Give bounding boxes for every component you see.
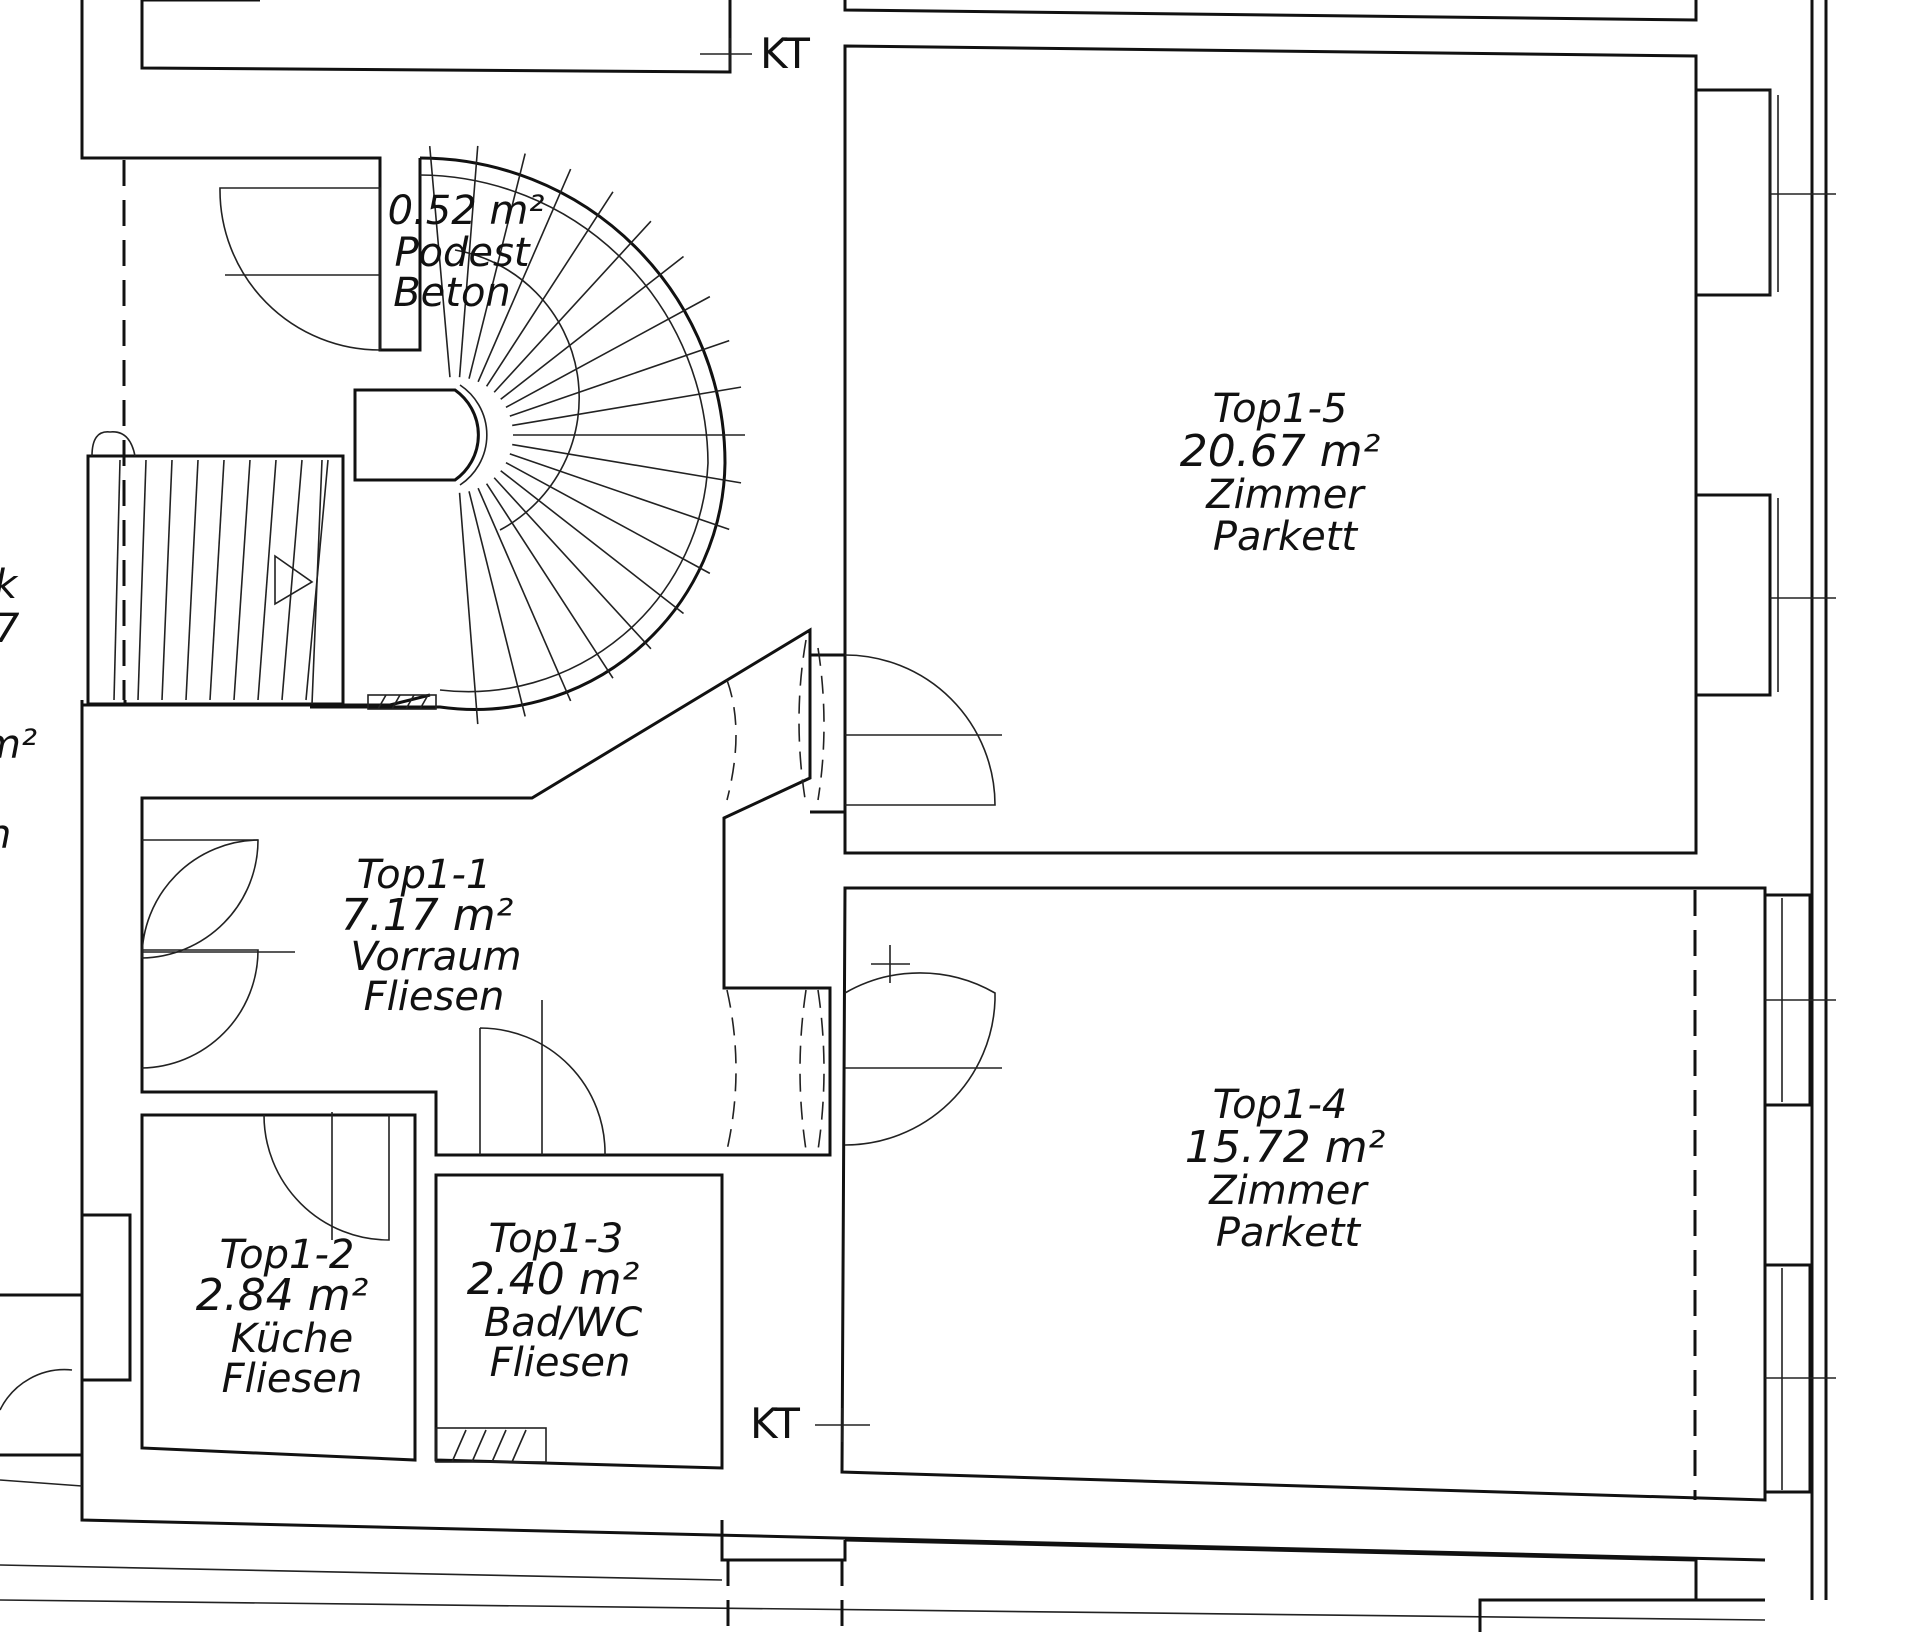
cut-off-left-labels: k 7 m² n (0, 562, 37, 858)
room-top1-1-outline (140, 627, 832, 1157)
stair-tread (505, 461, 711, 575)
stair-tread (500, 470, 685, 615)
room-label-top1-4: Top1-4 15.72 m² Zimmer Parkett (1185, 1082, 1385, 1256)
room-label-top1-1: Top1-1 7.17 m² Vorraum Fliesen (341, 852, 522, 1020)
kt-marker-bottom: KT (750, 1399, 870, 1448)
stair-tread (485, 483, 614, 679)
stair-tread (113, 459, 121, 701)
room-floor: Parkett (1213, 514, 1359, 560)
room-id: Top1-4 (1213, 1082, 1348, 1128)
room-floor: Fliesen (222, 1356, 363, 1402)
stair-tread (509, 453, 730, 531)
cutoff-text: m² (0, 722, 37, 768)
stair-tread (468, 491, 526, 717)
room-id: Top1-3 (489, 1216, 624, 1262)
room-label-top1-5: Top1-5 20.67 m² Zimmer Parkett (1180, 386, 1380, 560)
stair-tread (185, 459, 199, 701)
kt-marker-top: KT (700, 29, 810, 78)
cutoff-text: n (0, 812, 11, 858)
stair-tread (137, 459, 147, 701)
room-use: Vorraum (350, 934, 521, 980)
room-label-top1-3: Top1-3 2.40 m² Bad/WC Fliesen (467, 1216, 642, 1386)
cutoff-text: 7 (0, 606, 20, 652)
kt-label-top: KT (760, 29, 810, 78)
landing-floor: Beton (393, 270, 511, 316)
landing-use: Podest (394, 230, 530, 276)
room-area: 2.40 m² (467, 1254, 639, 1305)
spiral-staircase (86, 145, 745, 725)
room-floor: Fliesen (364, 974, 505, 1020)
room-area: 20.67 m² (1180, 426, 1380, 477)
room-use: Bad/WC (484, 1300, 642, 1346)
room-floor: Fliesen (490, 1340, 631, 1386)
landing-area: 0.52 m² (388, 188, 545, 234)
landing-label: 0.52 m² Podest Beton (388, 188, 545, 316)
stair-tread (477, 168, 572, 383)
stair-tread (209, 459, 225, 701)
stair-tread (233, 459, 251, 701)
room-area: 15.72 m² (1185, 1122, 1385, 1173)
stair-tread (512, 443, 742, 484)
stair-tread (505, 295, 711, 409)
room-floor: Parkett (1216, 1210, 1362, 1256)
stair-tread (468, 153, 526, 379)
stair-tread (493, 220, 652, 393)
cutoff-text: k (0, 562, 19, 608)
stair-tread (512, 386, 742, 427)
stair-tread (458, 492, 479, 725)
stair-tread (493, 477, 652, 650)
stair-tread (428, 146, 451, 378)
room-top1-5-outline (843, 44, 1698, 855)
room-use: Zimmer (1208, 1168, 1369, 1214)
stair-tread (509, 339, 730, 417)
room-id: Top1-5 (1213, 386, 1348, 432)
room-top1-2-outline (140, 1113, 417, 1462)
stair-tread (500, 255, 685, 400)
hatch-bath (435, 1427, 547, 1463)
room-id: Top1-2 (220, 1232, 355, 1278)
room-label-top1-2: Top1-2 2.84 m² Küche Fliesen (196, 1232, 368, 1402)
crosshair-marker (871, 945, 910, 983)
kt-label-bottom: KT (750, 1399, 800, 1448)
room-area: 2.84 m² (196, 1270, 368, 1321)
room-use: Zimmer (1205, 472, 1366, 518)
room-area: 7.17 m² (341, 890, 513, 941)
room-top1-4-outline (840, 886, 1767, 1502)
stair-tread (458, 145, 479, 378)
room-top1-3-outline (434, 1173, 724, 1470)
doors (0, 639, 1002, 1411)
stair-tread (257, 459, 277, 701)
room-use: Küche (231, 1316, 353, 1362)
stair-tread (485, 191, 614, 387)
stair-tread (161, 459, 173, 701)
stair-tread (477, 487, 572, 702)
stair-tread (281, 459, 303, 701)
hatch-stair (367, 694, 437, 710)
room-id: Top1-1 (357, 852, 492, 898)
